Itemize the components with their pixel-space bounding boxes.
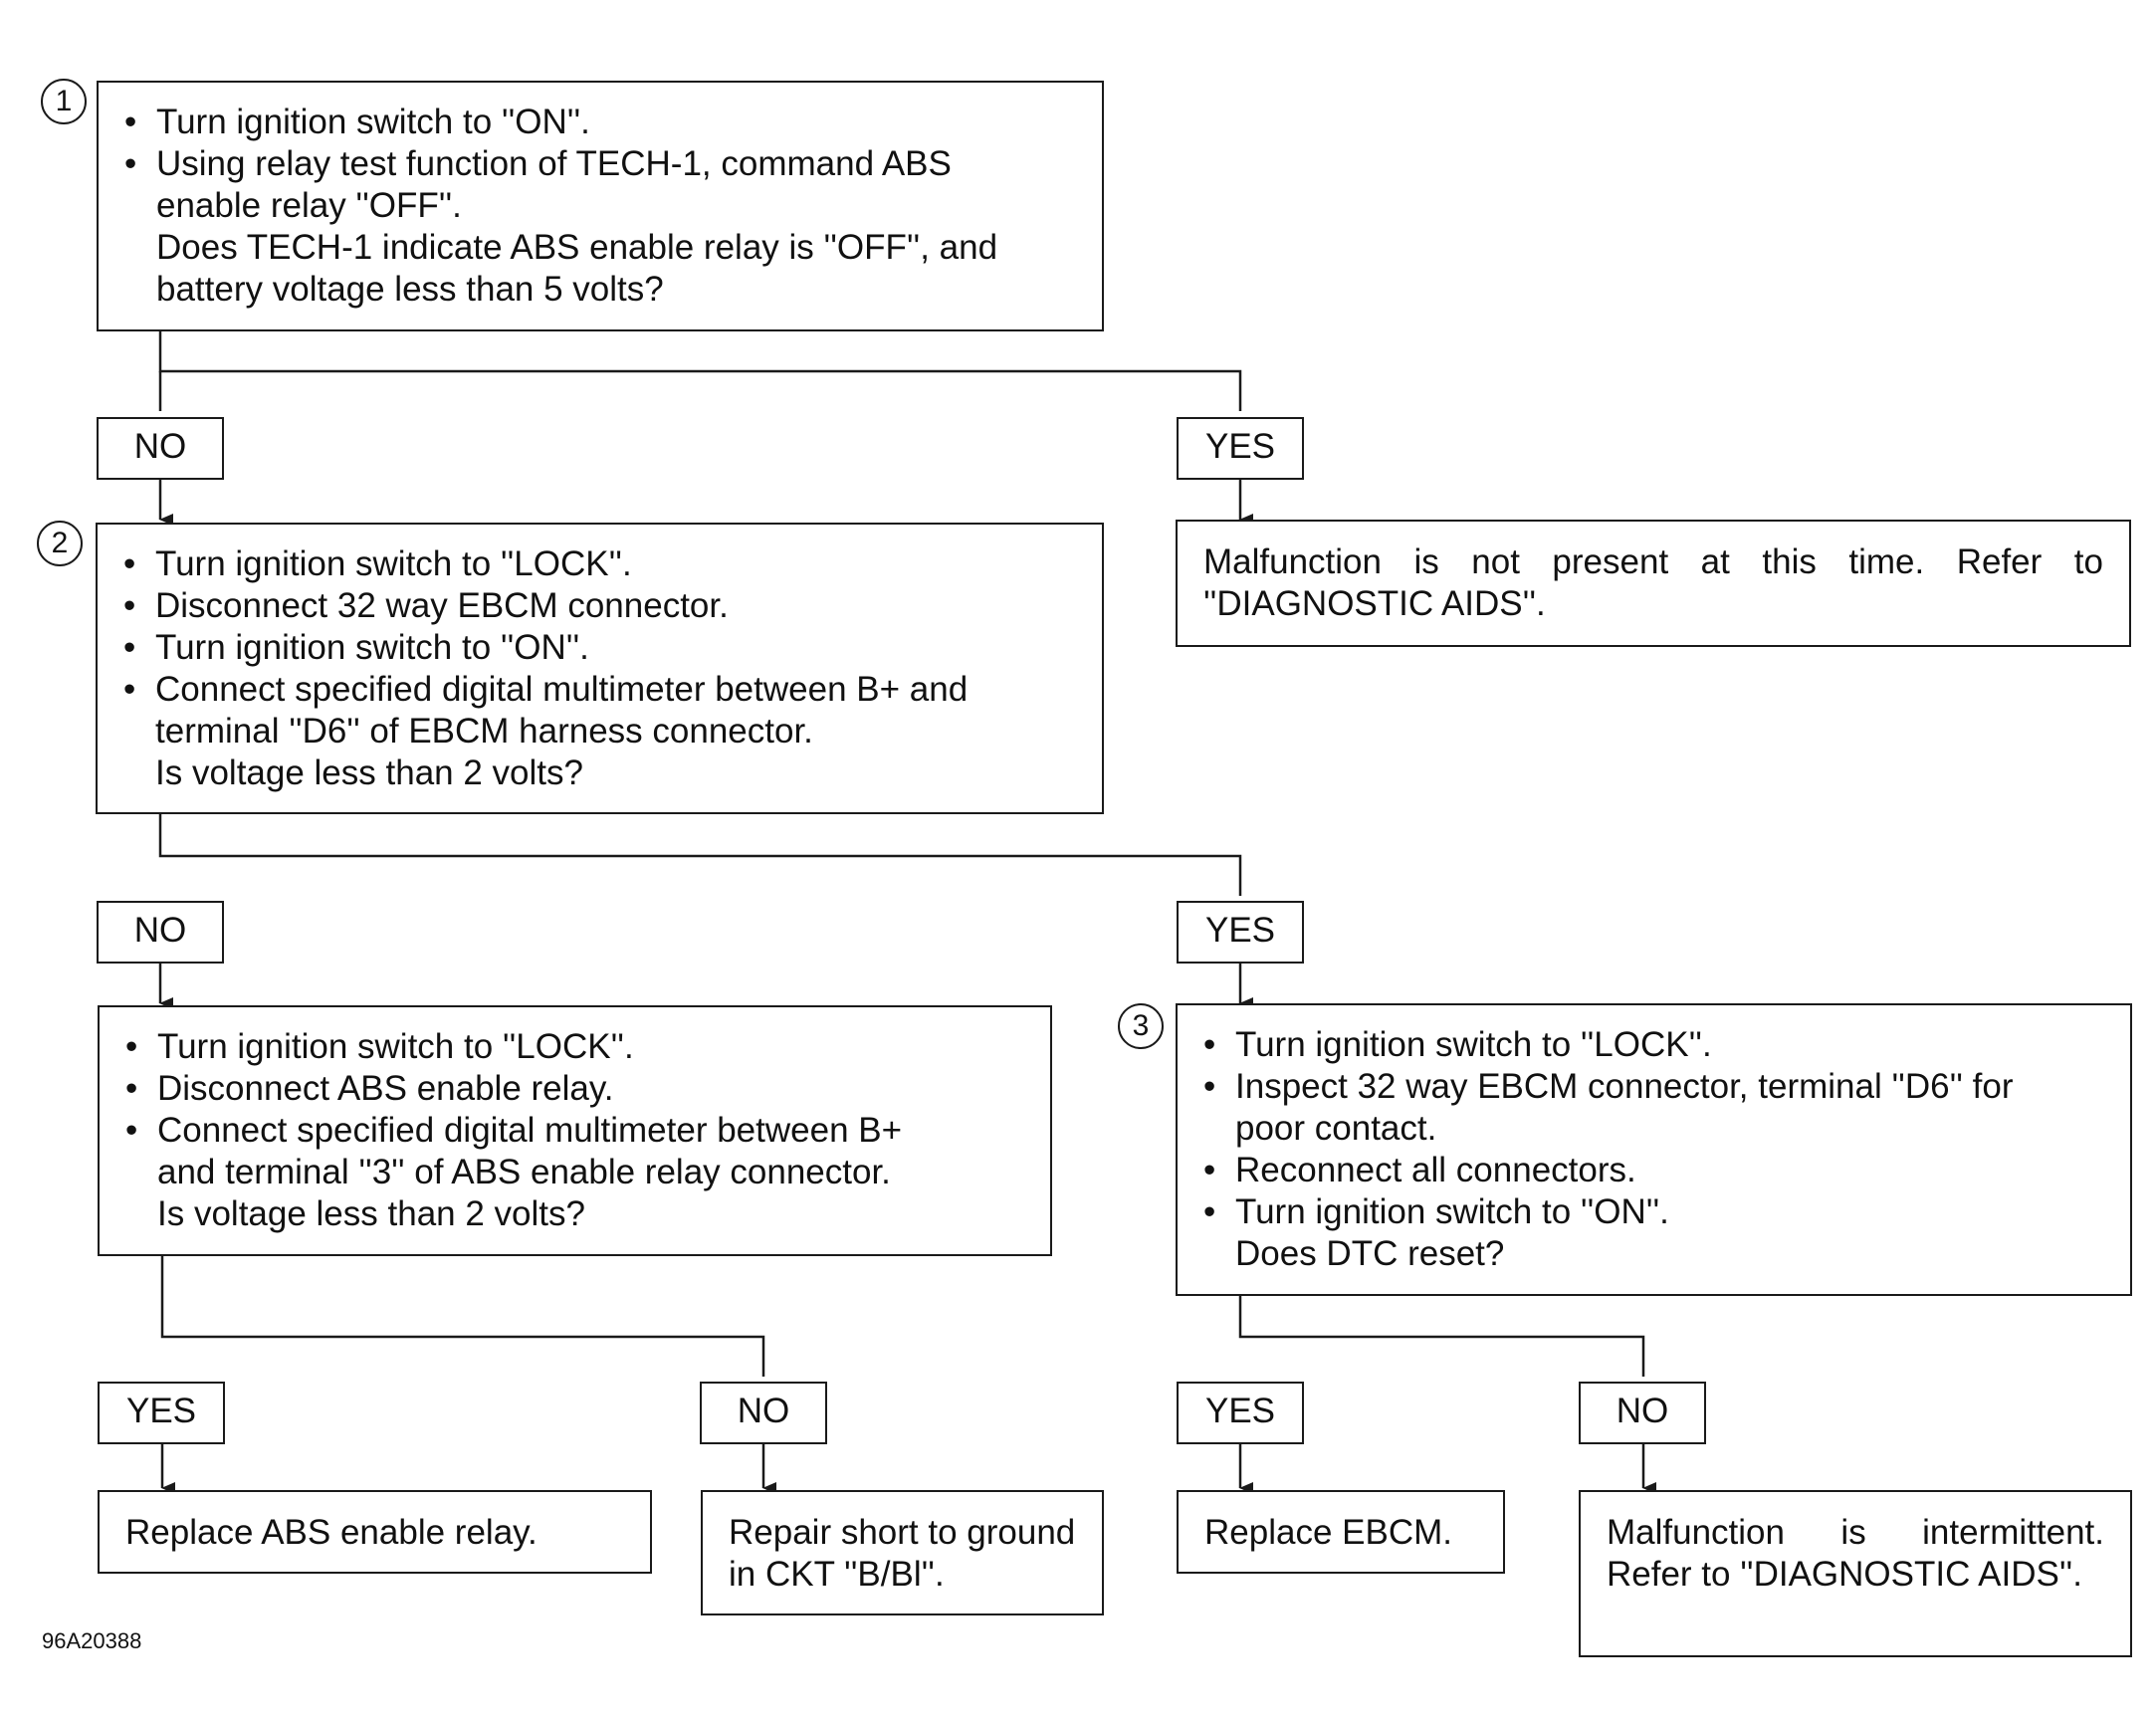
step-bullet-line: Turn ignition switch to ''ON''. <box>123 627 1078 669</box>
branch-label-step2-no: NO <box>97 901 224 964</box>
step-number-1: 1 <box>41 79 87 124</box>
result-replace-relay: Replace ABS enable relay. <box>98 1490 652 1574</box>
step-bullet-line: Disconnect ABS enable relay. <box>125 1068 1026 1110</box>
result-replace-ebcm: Replace EBCM. <box>1177 1490 1505 1574</box>
step-bullet-line: Disconnect 32 way EBCM connector. <box>123 585 1078 627</box>
branch-label-step2-yes: YES <box>1177 901 1304 964</box>
step-bullet-line: Using relay test function of TECH-1, com… <box>124 143 1078 185</box>
step-text-line: Does DTC reset? <box>1235 1234 1505 1273</box>
step-text-line: Does TECH-1 indicate ABS enable relay is… <box>156 228 998 267</box>
branch-label-step3-no: NO <box>1579 1382 1706 1444</box>
step-text-line: poor contact. <box>1235 1109 1437 1148</box>
step-text-line: enable relay ''OFF''. <box>156 186 462 225</box>
step-box-1: Turn ignition switch to ''ON''.Using rel… <box>97 81 1104 331</box>
step-bullet-line: Reconnect all connectors. <box>1203 1150 2106 1191</box>
step-number-2: 2 <box>37 521 83 566</box>
branch-line-step3 <box>1238 1296 1645 1377</box>
step-text-line: Is voltage less than 2 volts? <box>157 1194 585 1233</box>
step-text-line: and terminal ''3'' of ABS enable relay c… <box>157 1153 891 1191</box>
step-box-3: Turn ignition switch to ''LOCK''.Inspect… <box>1176 1003 2132 1296</box>
step-bullet-line: Turn ignition switch to ''LOCK''. <box>1203 1024 2106 1066</box>
branch-line-step2 <box>158 814 1242 896</box>
result-repair-short: Repair short to ground in CKT ''B/Bl''. <box>701 1490 1104 1615</box>
step-text-line: battery voltage less than 5 volts? <box>156 270 664 309</box>
step-bullet-line: Connect specified digital multimeter bet… <box>125 1110 1026 1152</box>
step-bullet-line: Turn ignition switch to ''ON''. <box>1203 1191 2106 1233</box>
step-bullet-line: Inspect 32 way EBCM connector, terminal … <box>1203 1066 2106 1108</box>
branch-label-step3-yes: YES <box>1177 1382 1304 1444</box>
result-intermittent: Malfunction is intermittent. Refer to ''… <box>1579 1490 2132 1657</box>
step-bullet-line: Turn ignition switch to ''ON''. <box>124 102 1078 143</box>
branch-line-step1 <box>158 331 1242 411</box>
branch-label-relay-yes: YES <box>98 1382 225 1444</box>
step-bullet-line: Turn ignition switch to ''LOCK''. <box>125 1026 1026 1068</box>
step-number-3: 3 <box>1118 1003 1164 1049</box>
result-no-malfunction: Malfunction is not present at this time.… <box>1176 520 2131 647</box>
branch-label-step1-no: NO <box>97 417 224 480</box>
step-box-relay: Turn ignition switch to ''LOCK''.Disconn… <box>98 1005 1052 1256</box>
figure-code: 96A20388 <box>42 1628 142 1653</box>
step-text-line: Is voltage less than 2 volts? <box>155 753 583 792</box>
step-text-line: terminal ''D6'' of EBCM harness connecto… <box>155 712 813 751</box>
branch-line-relay-step <box>160 1256 765 1377</box>
step-bullet-line: Turn ignition switch to ''LOCK''. <box>123 543 1078 585</box>
branch-label-step1-yes: YES <box>1177 417 1304 480</box>
step-bullet-line: Connect specified digital multimeter bet… <box>123 669 1078 711</box>
step-box-2: Turn ignition switch to ''LOCK''.Disconn… <box>96 523 1104 814</box>
branch-label-relay-no: NO <box>700 1382 827 1444</box>
